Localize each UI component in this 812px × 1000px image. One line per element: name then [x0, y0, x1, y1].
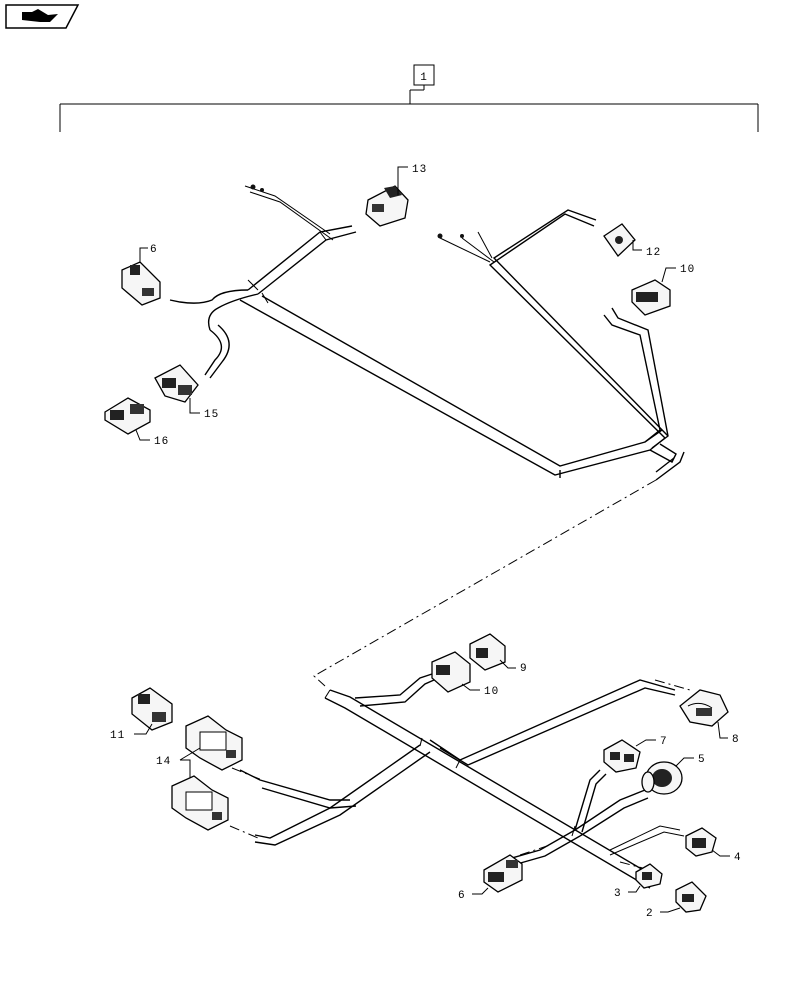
- connector-15: [154, 364, 199, 403]
- callout-15: 15: [204, 409, 219, 421]
- connector-11: [131, 687, 173, 731]
- connector-9: [469, 633, 506, 671]
- callout-7: 7: [660, 736, 668, 748]
- connector-2: [675, 881, 707, 913]
- callout-14: 14: [156, 756, 171, 768]
- connector-6-upper: [121, 261, 161, 306]
- callout-4: 4: [734, 852, 742, 864]
- callout-10-upper: 10: [680, 264, 695, 276]
- upper-harness: [169, 184, 685, 481]
- connector-3: [635, 863, 663, 889]
- connector-13: [365, 185, 409, 227]
- connector-12: [603, 223, 636, 257]
- next-page-arrow-icon[interactable]: [5, 4, 80, 29]
- lower-harness: [229, 673, 691, 889]
- connector-10-upper: [631, 279, 671, 316]
- connector-16: [104, 397, 151, 435]
- callout-6-lower: 6: [458, 890, 466, 902]
- callout-11: 11: [110, 730, 125, 742]
- assembly-bracket: [59, 64, 759, 132]
- callout-5: 5: [698, 754, 706, 766]
- callout-13: 13: [412, 164, 427, 176]
- callout-16: 16: [154, 436, 169, 448]
- callout-2: 2: [646, 908, 654, 920]
- link-line: [313, 479, 657, 687]
- callout-1: 1: [420, 72, 428, 84]
- connector-5: [641, 761, 683, 795]
- connector-14-lower: [171, 775, 229, 831]
- connector-10-lower: [431, 651, 471, 693]
- callout-10-lower: 10: [484, 686, 499, 698]
- callout-6-upper: 6: [150, 244, 158, 256]
- connector-8: [679, 689, 729, 727]
- callout-12: 12: [646, 247, 661, 259]
- callout-9: 9: [520, 663, 528, 675]
- connector-7: [603, 739, 641, 773]
- connector-6-lower: [483, 854, 523, 893]
- callout-3: 3: [614, 888, 622, 900]
- connector-14-upper: [185, 715, 243, 771]
- connector-4: [685, 827, 717, 857]
- callout-8: 8: [732, 734, 740, 746]
